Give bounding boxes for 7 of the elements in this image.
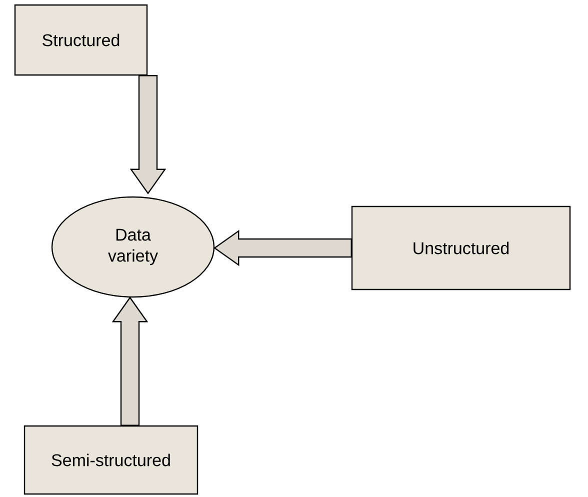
- block-arrow: [112, 296, 148, 426]
- process-box: Structured: [14, 4, 148, 76]
- process-box: Semi-structured: [24, 425, 198, 495]
- process-box: Unstructured: [351, 206, 571, 290]
- block-arrow: [214, 230, 352, 266]
- block-arrow: [130, 75, 166, 194]
- ellipse-node: Data variety: [51, 196, 215, 298]
